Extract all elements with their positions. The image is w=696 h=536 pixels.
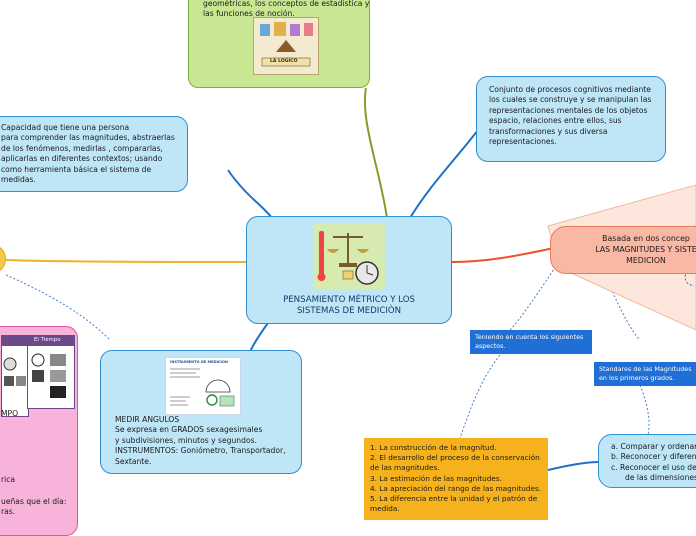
measurement-tools-icon	[317, 231, 379, 285]
logic-illustration-icon	[260, 22, 313, 67]
standards-line-2: b. Reconocer y diferen	[611, 452, 696, 462]
orange-line-4: 3. La estimación de las magnitudes.	[370, 473, 502, 483]
left-node-line-5: como herramienta básica el sistema de	[1, 164, 152, 174]
orange-line-1: 1. La construcción de la magnitud.	[370, 443, 497, 452]
orange-list[interactable]: 1. La construcción de la magnitud. 2. El…	[364, 438, 548, 520]
pink-text-1: MPO	[1, 409, 18, 419]
salmon-node-line-1: Basada en dos concep	[602, 234, 690, 243]
right-node-line-5: transformaciones y sus diversa	[489, 126, 608, 136]
top-node-line-1: geométricas, los conceptos de estadístic…	[203, 0, 370, 8]
central-illustration	[313, 223, 385, 289]
aspects-tag-line-1: Teniendo en cuenta los siguientes	[475, 333, 584, 341]
medir-line-2: Se expresa en GRADOS sexagesimales	[115, 425, 263, 435]
right-node-line-3: representaciones mentales de los objetos	[489, 105, 648, 115]
standards-node[interactable]: a. Comparar y ordenar b. Reconocer y dif…	[598, 434, 696, 488]
orange-line-6: 5. La diferencia entre la unidad y el pa…	[370, 494, 538, 504]
pink-line-1: MPO	[1, 409, 19, 418]
connector-to-yellow-node	[5, 259, 248, 263]
central-node[interactable]: PENSAMIENTO MÈTRICO Y LOS SISTEMAS DE ME…	[246, 216, 452, 324]
pink-text-3: ueñas que el día: ras.	[1, 497, 66, 518]
pink-time-panel: El Tiempo	[27, 335, 75, 409]
top-node-line-2: las funciones de noción.	[203, 9, 295, 19]
top-node-image-caption: LA LÓGICO	[270, 59, 298, 64]
standards-tag[interactable]: Standares de las Magnitudes en los prime…	[594, 362, 696, 386]
medir-node[interactable]: INSTRUMENTO DE MEDICIÓN MEDIR ANGULOS Se…	[100, 350, 302, 474]
pink-line-4: ras.	[1, 507, 16, 517]
dotted-left-link	[5, 274, 111, 341]
connector-to-salmon-node	[451, 247, 555, 263]
left-node-line-1: Capacidad que tiene una persona	[1, 123, 130, 132]
connector-to-right-node	[409, 129, 479, 219]
central-title-line-2: SISTEMAS DE MEDICIÒN	[296, 306, 402, 317]
left-node[interactable]: Capacidad que tiene una persona para com…	[0, 116, 188, 192]
medir-line-3: y subdivisiones, minutos y segundos.	[115, 435, 257, 445]
medir-line-5: Sextante.	[115, 456, 152, 466]
time-panel-icons	[31, 353, 66, 398]
protractor-icon	[170, 368, 235, 407]
pink-text-2: rica	[1, 475, 15, 485]
connector-orange-to-standards	[547, 461, 601, 471]
dotted-to-standards-node	[639, 384, 650, 436]
orange-line-5: 4. La apreciación del rango de las magni…	[370, 483, 542, 493]
pink-node[interactable]: El Tiempo MPO rica ueñas que el día: ras…	[0, 326, 78, 536]
connector-to-left-node	[227, 169, 273, 219]
medir-text: MEDIR ANGULOS Se expresa en GRADOS sexag…	[115, 415, 286, 467]
medir-image-title: INSTRUMENTO DE MEDICIÓN	[170, 360, 228, 364]
standards-line-4: de las dimensiones	[625, 473, 696, 483]
left-node-line-3: de los fenómenos, medirlas , compararlas…	[1, 143, 163, 153]
orange-line-2: 2. El desarrollo del proceso de la conse…	[370, 453, 540, 463]
aspects-tag[interactable]: Teniendo en cuenta los siguientes aspect…	[470, 330, 592, 354]
time-clock-icon	[3, 357, 26, 386]
central-title: PENSAMIENTO MÈTRICO Y LOS SISTEMAS DE ME…	[247, 295, 451, 317]
salmon-node-line-2: LAS MAGNITUDES Y SISTE	[595, 244, 696, 254]
pink-illustration	[1, 335, 29, 417]
top-node-illustration: LA LÓGICO	[253, 17, 319, 75]
pink-line-3: ueñas que el día:	[1, 497, 67, 506]
left-node-line-6: medidas.	[1, 175, 36, 185]
left-node-line-4: aplicarlas en diferentes contextos; usan…	[1, 154, 163, 164]
pink-header: El Tiempo	[34, 337, 61, 343]
aspects-tag-line-2: aspectos.	[475, 341, 506, 350]
medir-illustration: INSTRUMENTO DE MEDICIÓN	[165, 357, 241, 415]
connector-to-top-node	[363, 87, 388, 219]
medir-line-4: INSTRUMENTOS: Goniómetro, Transportador,	[115, 446, 286, 456]
pink-line-2: rica	[1, 475, 16, 484]
salmon-node[interactable]: Basada en dos concep LAS MAGNITUDES Y SI…	[550, 226, 696, 274]
right-node-line-6: representaciones.	[489, 137, 557, 147]
right-edge-loop	[684, 267, 695, 287]
left-node-line-2: para comprender las magnitudes, abstraer…	[1, 133, 175, 143]
standards-line-1: a. Comparar y ordenar	[611, 442, 696, 451]
orange-line-7: medida.	[370, 504, 400, 514]
medir-line-1: MEDIR ANGULOS	[115, 415, 180, 424]
dotted-to-aspects-tag	[509, 259, 561, 331]
salmon-node-line-3: MEDICION	[626, 255, 666, 265]
standards-tag-line-1: Standares de las Magnitudes	[599, 365, 692, 373]
standards-tag-line-2: en los primeros grados.	[599, 373, 675, 382]
dotted-to-orange-list	[459, 354, 501, 439]
right-node-line-4: espacio, relaciones entre ellos, sus	[489, 116, 622, 126]
right-node-line-1: Conjunto de procesos cognitivos mediante	[489, 85, 651, 94]
top-node[interactable]: geométricas, los conceptos de estadístic…	[188, 0, 370, 88]
right-node[interactable]: Conjunto de procesos cognitivos mediante…	[476, 76, 666, 162]
orange-line-3: de las magnitudes.	[370, 463, 440, 473]
right-node-line-2: los cuales se construye y se manipulan l…	[489, 95, 652, 105]
central-title-line-1: PENSAMIENTO MÈTRICO Y LOS	[283, 295, 415, 305]
standards-line-3: c. Reconocer el uso de	[611, 462, 696, 472]
